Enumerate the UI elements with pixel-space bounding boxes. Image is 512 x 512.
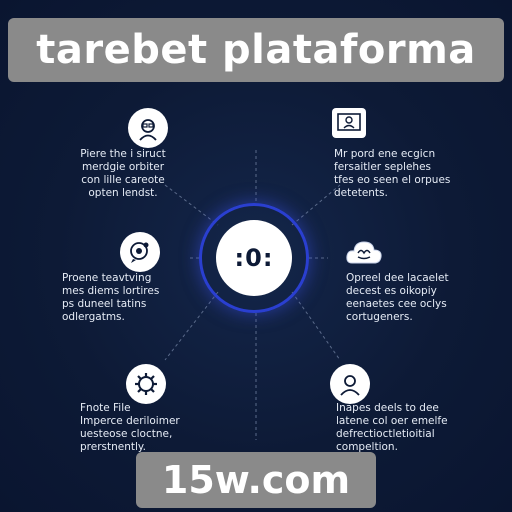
connector-bottom-right bbox=[291, 291, 341, 361]
node-text-top-left: Piere the i siruct merdgie orbiter con l… bbox=[80, 148, 166, 199]
hub-label: :0: bbox=[234, 244, 274, 272]
cloud-brain-icon bbox=[344, 232, 384, 272]
page-title: tarebet plataforma bbox=[36, 27, 476, 73]
node-text-mid-right: Opreel dee lacaelet decest es oikopiy ee… bbox=[346, 272, 449, 323]
title-banner: tarebet plataforma bbox=[8, 18, 504, 82]
node-text-mid-left: Proene teavtving mes diems lortires ps d… bbox=[62, 272, 160, 323]
person-glasses-icon bbox=[128, 108, 168, 148]
connector-bottom-left bbox=[164, 291, 219, 361]
url-banner: 15w.com bbox=[136, 452, 376, 508]
node-text-top-right: Mr pord ene ecgicn fersaitler seplehes t… bbox=[334, 148, 451, 199]
user-profile-icon bbox=[330, 364, 370, 404]
gear-head-icon bbox=[126, 364, 166, 404]
site-url: 15w.com bbox=[161, 458, 351, 502]
hub-circle: :0: bbox=[216, 220, 292, 296]
monitor-user-icon bbox=[332, 108, 366, 138]
node-text-bottom-right: Inapes deels to dee latene col oer emelf… bbox=[336, 402, 448, 453]
hub-ring bbox=[199, 203, 309, 313]
connector-top-left bbox=[164, 184, 219, 226]
connector-top-right bbox=[291, 184, 341, 226]
node-text-bottom-left: Fnote File Imperce deriloimer uesteose c… bbox=[80, 402, 180, 453]
chat-brain-icon bbox=[120, 232, 160, 272]
